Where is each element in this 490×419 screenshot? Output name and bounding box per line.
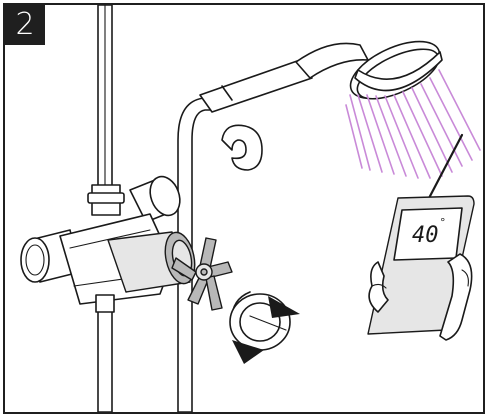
wall-bracket (222, 125, 262, 170)
shower-handset (200, 30, 448, 112)
thermometer-degree-symbol: ° (440, 216, 446, 229)
thermometer-reading: 40 (412, 223, 439, 248)
step-number-badge: 2 (5, 5, 45, 45)
rotation-arrow (230, 292, 300, 364)
mixer-valve (21, 172, 199, 312)
